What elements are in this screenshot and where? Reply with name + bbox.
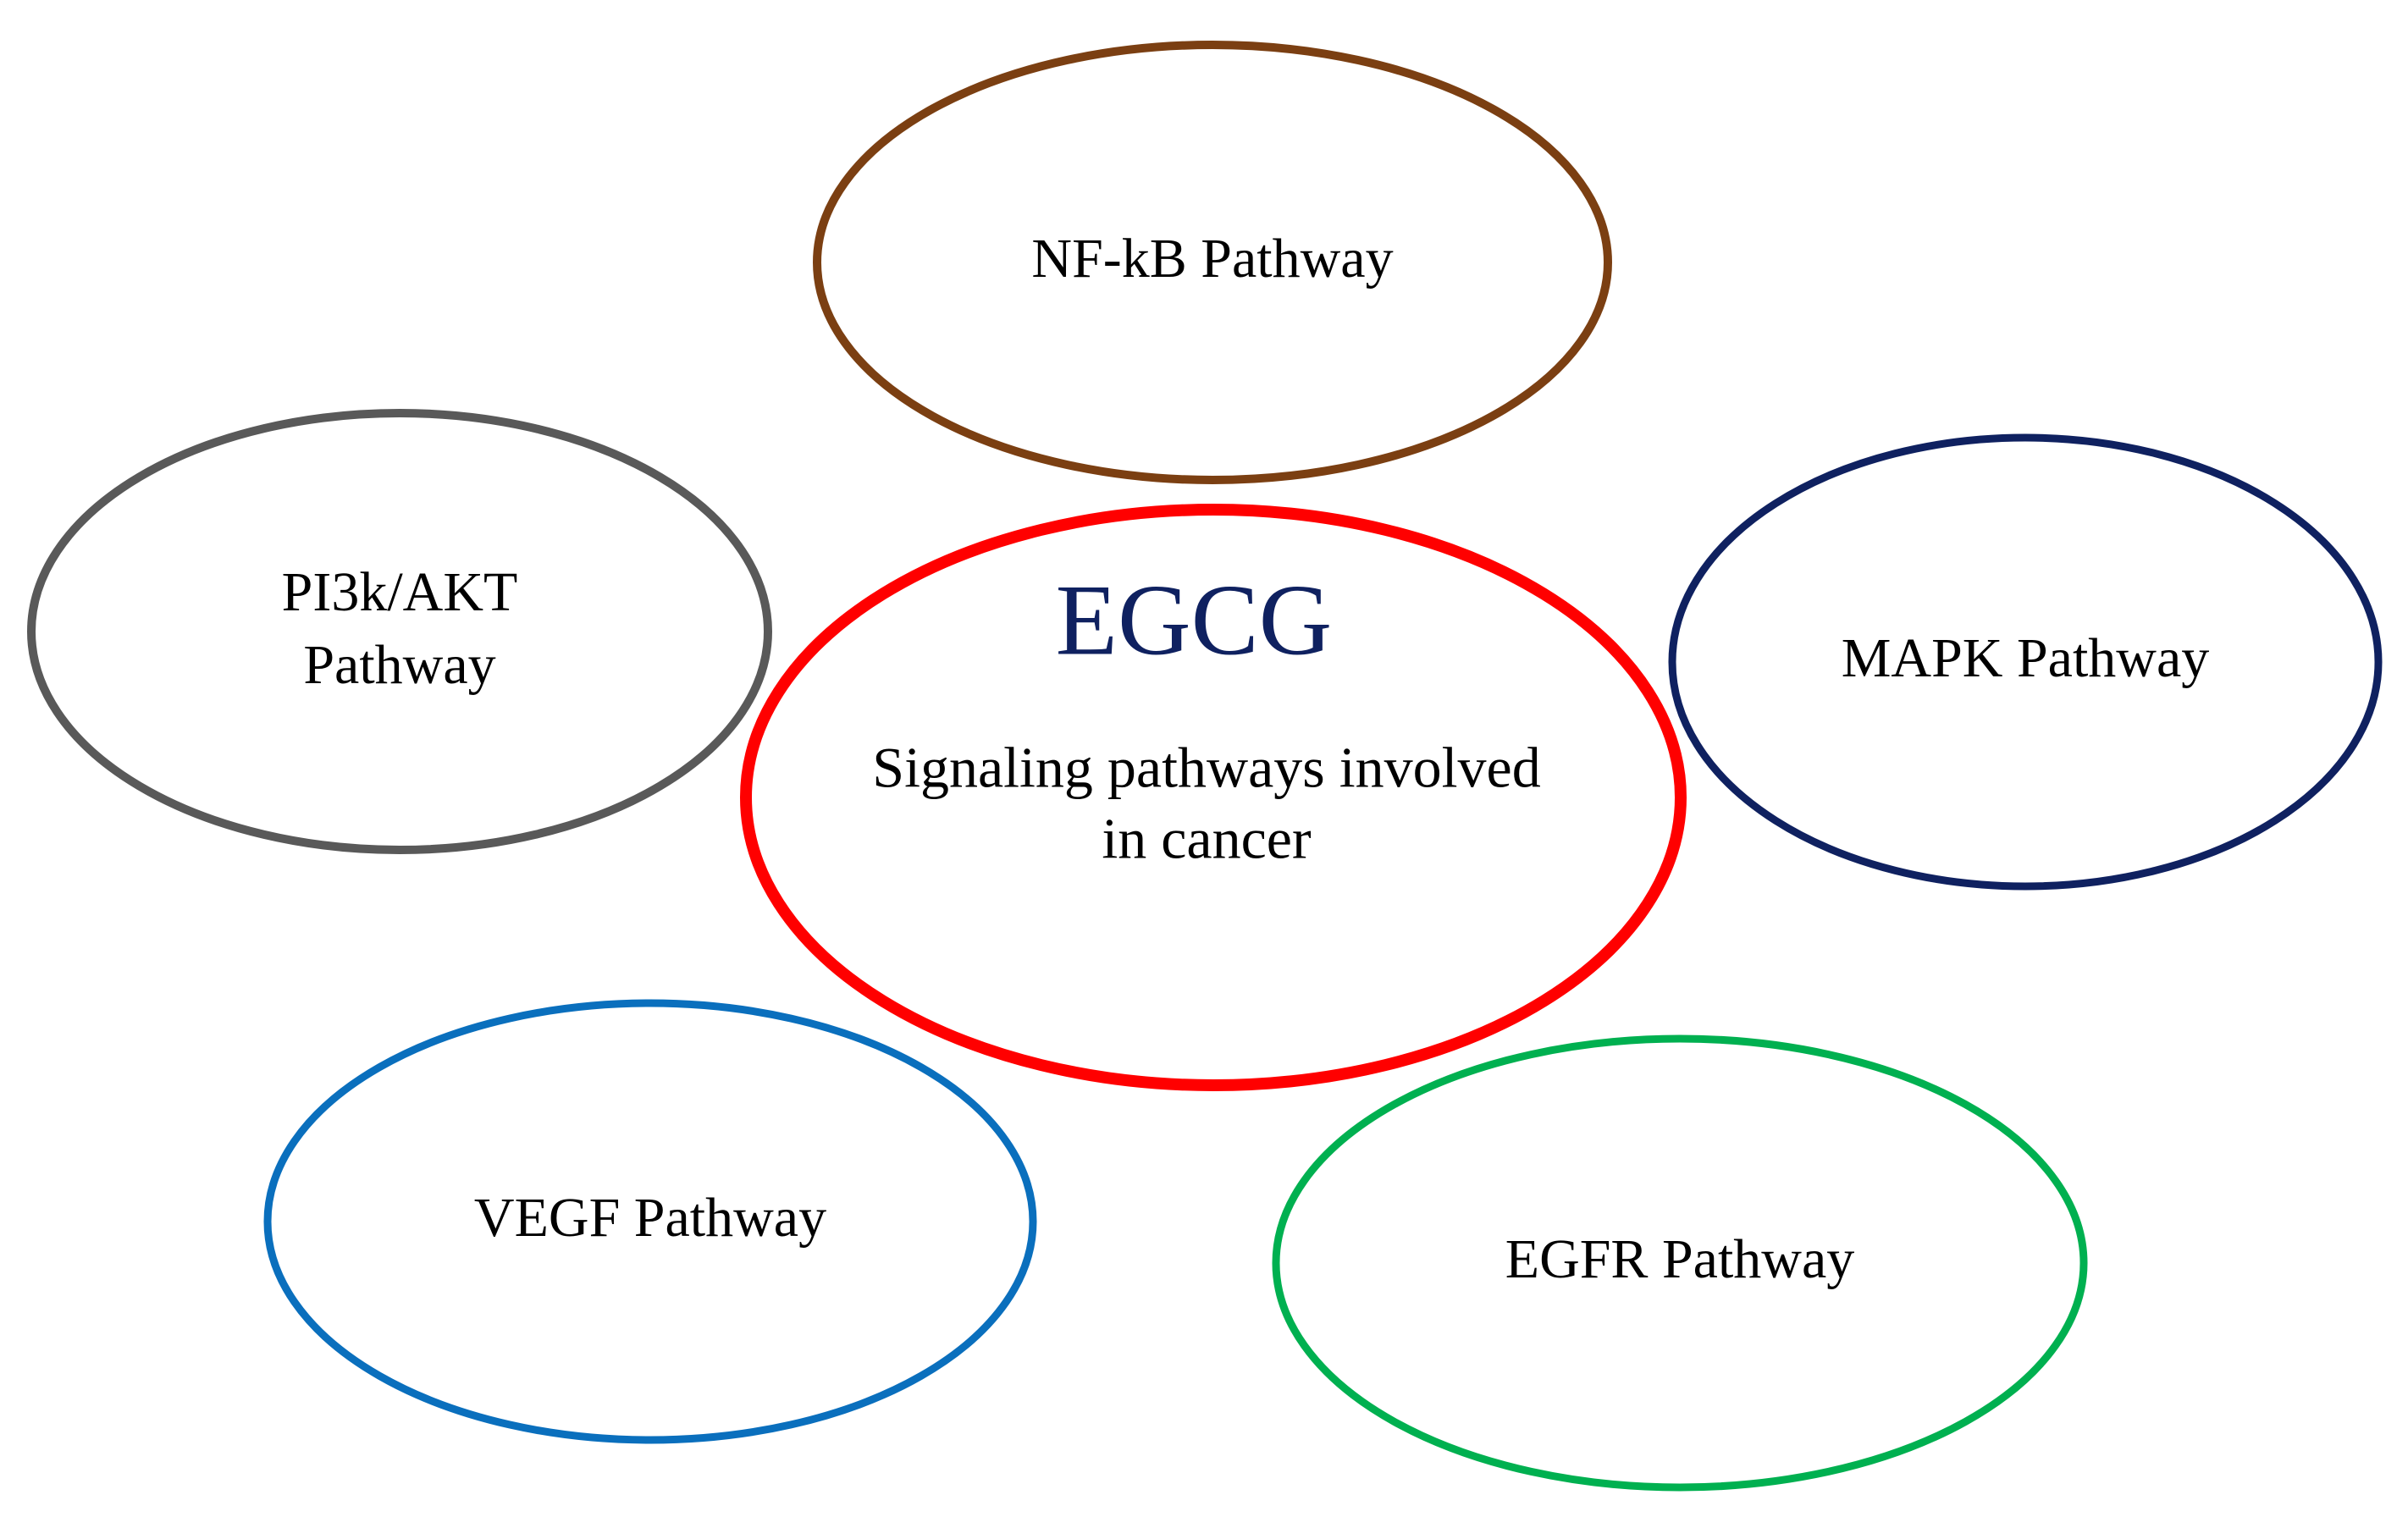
vegf-ellipse [263,999,1037,1444]
egcg-subtitle-line2: in cancer [1102,807,1312,871]
nfkb-node: NF-kB Pathway [813,41,1612,484]
mapk-label: MAPK Pathway [1842,627,2210,689]
pi3k-ellipse [27,409,772,854]
vegf-label: VEGF Pathway [474,1187,826,1249]
egfr-label: EGFR Pathway [1505,1228,1855,1290]
pi3k-label-line1: PI3k/AKT [282,561,518,623]
nfkb-ellipse [813,41,1612,484]
nfkb-label: NF-kB Pathway [1031,228,1393,290]
vegf-node: VEGF Pathway [263,999,1037,1444]
egcg-subtitle-line1: Signaling pathways involved [872,736,1540,800]
egcg-title: EGCG [1056,564,1333,676]
egfr-node: EGFR Pathway [1272,1034,2088,1492]
egcg-center-node: EGCG Signaling pathways involved in canc… [740,504,1687,1091]
egcg-ellipse [740,504,1687,1091]
egfr-ellipse [1272,1034,2088,1492]
pi3k-node: PI3k/AKT Pathway [27,409,772,854]
mapk-ellipse [1668,433,2383,891]
pi3k-label-line2: Pathway [303,634,495,696]
mapk-node: MAPK Pathway [1668,433,2383,891]
